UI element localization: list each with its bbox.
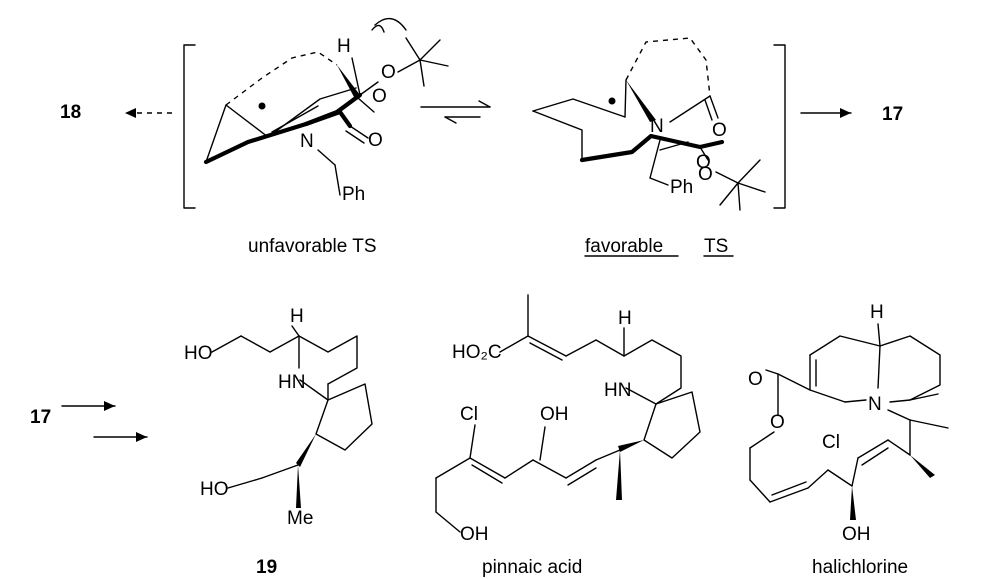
- halichlorine-structure: H N O O Cl OH: [748, 302, 949, 545]
- svg-text:O: O: [368, 130, 383, 151]
- pinnaic-acid-structure: HO₂C H HN Cl OH OH: [435, 294, 701, 545]
- caption-favorable: favorable: [585, 236, 663, 257]
- svg-text:O: O: [372, 86, 387, 107]
- caption-unfavorable-ts: unfavorable TS: [248, 236, 377, 257]
- svg-text:O: O: [748, 369, 763, 390]
- compound-17-label-top: 17: [882, 104, 903, 125]
- svg-text:OH: OH: [540, 404, 569, 425]
- svg-text:Me: Me: [287, 508, 313, 529]
- svg-text:N: N: [868, 394, 882, 415]
- svg-text:H: H: [337, 36, 351, 57]
- left-bracket-open: [183, 44, 196, 209]
- svg-text:N: N: [650, 116, 664, 137]
- svg-text:Ph: Ph: [342, 184, 365, 205]
- svg-text:Ph: Ph: [670, 177, 693, 198]
- svg-text:H: H: [618, 308, 632, 329]
- equilibrium-arrow-forward-head: [478, 100, 491, 108]
- radical-dot-2: [608, 97, 616, 105]
- svg-text:HO: HO: [200, 479, 229, 500]
- svg-text:N: N: [300, 131, 314, 152]
- svg-text:O: O: [712, 120, 727, 141]
- compound-19-label: 19: [256, 557, 277, 578]
- unfavorable-ts-structure: H O O N O Ph: [203, 17, 449, 205]
- svg-text:O: O: [381, 62, 396, 83]
- svg-text:HO: HO: [184, 343, 213, 364]
- dashed-arrow-head: [125, 108, 136, 118]
- right-bracket-close: [773, 44, 786, 209]
- caption-pinnaic-acid: pinnaic acid: [482, 557, 582, 578]
- svg-text:OH: OH: [460, 524, 489, 545]
- svg-text:O: O: [696, 152, 711, 173]
- equilibrium-arrow-back-head: [444, 116, 457, 124]
- compound-18-label: 18: [60, 102, 81, 123]
- arrow-to-17-head: [840, 108, 851, 118]
- caption-favorable-ts: TS: [704, 236, 728, 257]
- svg-text:OH: OH: [842, 524, 871, 545]
- svg-text:H: H: [870, 302, 884, 323]
- svg-text:HN: HN: [278, 372, 305, 393]
- svg-text:HO₂C: HO₂C: [452, 342, 502, 363]
- svg-text:O: O: [770, 412, 785, 433]
- svg-text:HN: HN: [604, 380, 631, 401]
- svg-text:O: O: [698, 164, 713, 185]
- compound-19-structure: HO H HN HO Me: [184, 306, 373, 529]
- svg-text:Cl: Cl: [822, 432, 840, 453]
- svg-text:H: H: [290, 306, 304, 327]
- svg-text:Cl: Cl: [460, 404, 478, 425]
- compound-17-label-bottom: 17: [30, 407, 51, 428]
- radical-dot-1: [258, 102, 266, 110]
- favorable-ts-structure: N O Ph O O: [532, 37, 766, 211]
- caption-halichlorine: halichlorine: [812, 557, 908, 578]
